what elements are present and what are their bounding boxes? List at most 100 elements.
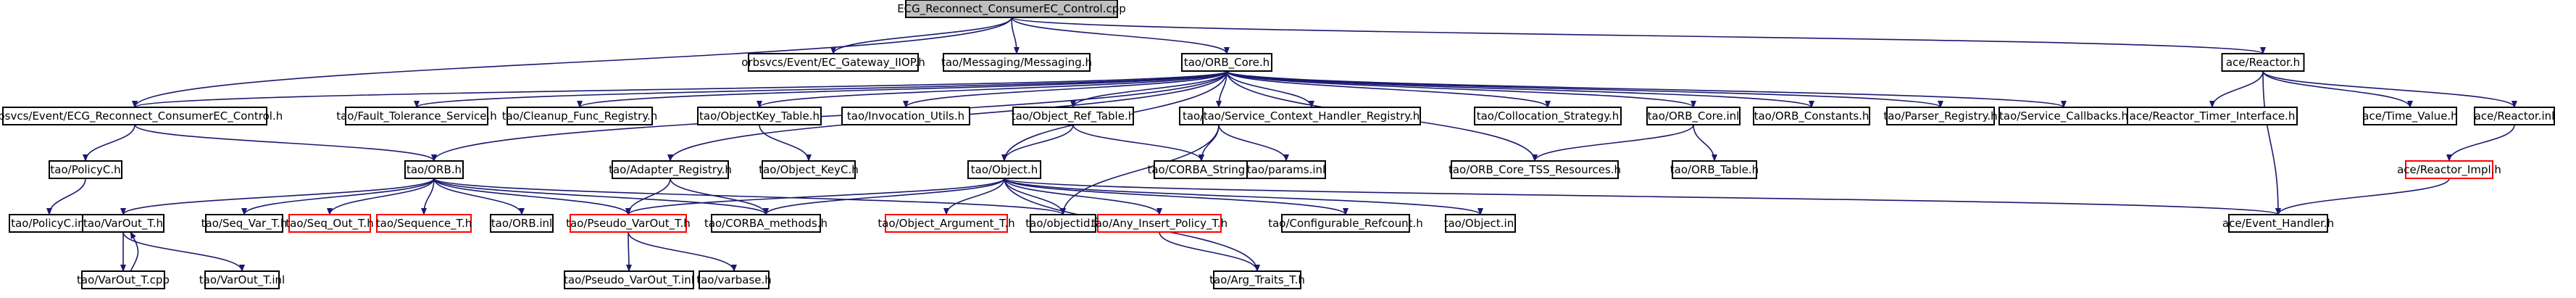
- node-orbh[interactable]: tao/ORB.h: [404, 160, 464, 179]
- node-box: [376, 214, 472, 233]
- node-box: [2405, 160, 2493, 179]
- node-parser[interactable]: tao/Parser_Registry.h: [1883, 107, 1998, 125]
- node-policycinl[interactable]: tao/PolicyC.inl: [9, 214, 90, 233]
- node-label: orbsvcs/Event/ECG_Reconnect_ConsumerEC_C…: [0, 109, 283, 123]
- edge-orbh-to-sequence: [421, 178, 435, 215]
- edge-objref-to-objecth: [1001, 124, 1074, 162]
- node-timer[interactable]: ace/Reactor_Timer_Interface.h: [2127, 107, 2298, 125]
- node-label: tao/VarOut_T.inl: [199, 273, 285, 287]
- node-orbcore[interactable]: tao/ORB_Core.h: [1181, 53, 1272, 72]
- node-reactorinl[interactable]: ace/Reactor.inl: [2474, 107, 2555, 125]
- node-tss[interactable]: tao/ORB_Core_TSS_Resources.h: [1449, 160, 1621, 179]
- node-seqvar[interactable]: tao/Seq_Var_T.h: [201, 214, 288, 233]
- edge-root-to-messaging: [1011, 17, 1020, 54]
- node-svcctx[interactable]: tao/Service_Context_Handler_Registry.h: [1202, 107, 1421, 125]
- node-orbtable[interactable]: tao/ORB_Table.h: [1670, 160, 1759, 179]
- edge-line: [1011, 17, 2266, 54]
- node-corbamethods[interactable]: tao/CORBA_methods.h: [704, 214, 828, 233]
- node-box: [1202, 107, 1421, 125]
- edge-adapter-to-pseudo: [625, 178, 671, 215]
- edge-line: [433, 178, 631, 215]
- node-varoutcpp[interactable]: tao/VarOut_T.cpp: [77, 270, 170, 289]
- node-objref[interactable]: tao/Object_Ref_Table.h: [1012, 107, 1135, 125]
- node-objecth[interactable]: tao/Object.h: [967, 160, 1041, 179]
- node-refcount[interactable]: tao/Configurable_Refcount.h: [1268, 214, 1423, 233]
- node-timevalue[interactable]: ace/Time_Value.h: [2362, 107, 2458, 125]
- node-orbcoreinl[interactable]: tao/ORB_Core.inl: [1646, 107, 1741, 125]
- node-reactor[interactable]: ace/Reactor.h: [2221, 53, 2305, 72]
- node-box: [49, 160, 122, 179]
- node-objkeytbl[interactable]: tao/ObjectKey_Table.h: [697, 107, 822, 125]
- node-box: [1154, 160, 1249, 179]
- edge-line: [2262, 70, 2413, 108]
- node-orbinl[interactable]: tao/ORB.inl: [490, 214, 554, 233]
- edge-orbcore-to-colloc: [1226, 70, 1551, 108]
- edge-orbcore-to-fault: [414, 70, 1227, 108]
- node-anyins[interactable]: tao/Any_Insert_Policy_T.h: [1091, 214, 1227, 233]
- node-corbastr[interactable]: tao/CORBA_String.h: [1147, 160, 1256, 179]
- node-objectinl[interactable]: tao/Object.inl: [1444, 214, 1517, 233]
- node-seqout[interactable]: tao/Seq_Out_T.h: [285, 214, 374, 233]
- node-varoutinl[interactable]: tao/VarOut_T.inl: [199, 270, 285, 289]
- edge-orbcoreinl-to-orbtable: [1693, 124, 1717, 162]
- node-pseudo[interactable]: tao/Pseudo_VarOut_T.h: [566, 214, 691, 233]
- edges-layer: [46, 17, 2517, 272]
- node-label: orbsvcs/Event/EC_Gateway_IIOP.h: [741, 56, 925, 70]
- edge-orbcore-to-orbh: [431, 70, 1227, 162]
- node-varbase[interactable]: tao/varbase.h: [696, 270, 772, 289]
- node-objarg[interactable]: tao/Object_Argument_T.h: [878, 214, 1015, 233]
- node-label: ECG_Reconnect_ConsumerEC_Control.cpp: [897, 2, 1126, 16]
- edge-orbcore-to-parser: [1226, 70, 1943, 108]
- edge-orbcoreinl-to-tss: [1532, 124, 1694, 162]
- edge-root-to-ecgctl: [132, 17, 1012, 108]
- edge-line: [1072, 124, 1204, 162]
- edge-line: [943, 178, 1005, 215]
- node-policyc[interactable]: tao/PolicyC.h: [49, 160, 122, 179]
- node-argtraits[interactable]: tao/Arg_Traits_T.h: [1209, 270, 1305, 289]
- edge-line: [628, 231, 737, 272]
- node-paramsinl[interactable]: tao/params.inl: [1246, 160, 1326, 179]
- edge-reactorinl-to-reactorimpl: [2446, 124, 2515, 162]
- node-invoc[interactable]: tao/Invocation_Utils.h: [841, 107, 970, 125]
- node-label: tao/objectid.h: [1025, 217, 1101, 230]
- edge-orbcore-to-orbcoreinl: [1226, 70, 1696, 108]
- node-adapter[interactable]: tao/Adapter_Registry.h: [609, 160, 732, 179]
- node-objectid[interactable]: tao/objectid.h: [1025, 214, 1101, 233]
- node-ecgctl[interactable]: orbsvcs/Event/ECG_Reconnect_ConsumerEC_C…: [0, 107, 283, 125]
- node-label: tao/Invocation_Utils.h: [847, 109, 964, 123]
- node-varout[interactable]: tao/VarOut_T.h: [82, 214, 164, 233]
- node-root[interactable]: ECG_Reconnect_ConsumerEC_Control.cpp: [897, 0, 1126, 18]
- node-box: [1886, 107, 1995, 125]
- edge-objecth-to-corbamethods: [763, 178, 1005, 215]
- node-label: tao/PolicyC.inl: [11, 217, 88, 230]
- node-cleanup[interactable]: tao/Cleanup_Func_Registry.h: [502, 107, 658, 125]
- node-reactorimpl[interactable]: ace/Reactor_Impl.h: [2397, 160, 2501, 179]
- node-label: tao/Collocation_Strategy.h: [1477, 109, 1620, 123]
- node-box: [1672, 160, 1757, 179]
- node-sequence[interactable]: tao/Sequence_T.h: [376, 214, 472, 233]
- node-objkeyc[interactable]: tao/Object_KeyC.h: [759, 160, 859, 179]
- node-fault[interactable]: tao/Fault_Tolerance_Service.h: [336, 107, 497, 125]
- node-label: tao/Service_Context_Handler_Registry.h: [1204, 109, 1420, 123]
- node-evhandler[interactable]: ace/Event_Handler.h: [2222, 214, 2334, 233]
- node-box: [2474, 107, 2555, 125]
- nodes-layer: ECG_Reconnect_ConsumerEC_Control.cpporbs…: [0, 0, 2555, 289]
- node-colloc[interactable]: tao/Collocation_Strategy.h: [1474, 107, 1622, 125]
- node-messaging[interactable]: tao/Messaging/Messaging.h: [941, 53, 1092, 72]
- edge-policyc-to-policycinl: [46, 178, 86, 215]
- node-orbconst[interactable]: tao/ORB_Constants.h: [1753, 107, 1870, 125]
- edge-line: [241, 178, 435, 215]
- edge-line: [1004, 178, 1349, 215]
- node-pseudoinl[interactable]: tao/Pseudo_VarOut_T.inl: [564, 270, 694, 289]
- node-box: [404, 160, 464, 179]
- node-label: tao/Seq_Var_T.h: [201, 217, 288, 231]
- edge-orbcore-to-orbconst: [1226, 70, 1814, 108]
- node-svccb[interactable]: tao/Service_Callbacks.h: [1998, 107, 2129, 125]
- edge-orbcore-to-svcctx: [1226, 70, 1314, 108]
- node-label: tao/Object_KeyC.h: [759, 163, 859, 177]
- node-box: [490, 214, 554, 233]
- node-box: [1181, 53, 1272, 72]
- node-gwiiop[interactable]: orbsvcs/Event/EC_Gateway_IIOP.h: [741, 53, 925, 72]
- edge-line: [1011, 17, 1230, 54]
